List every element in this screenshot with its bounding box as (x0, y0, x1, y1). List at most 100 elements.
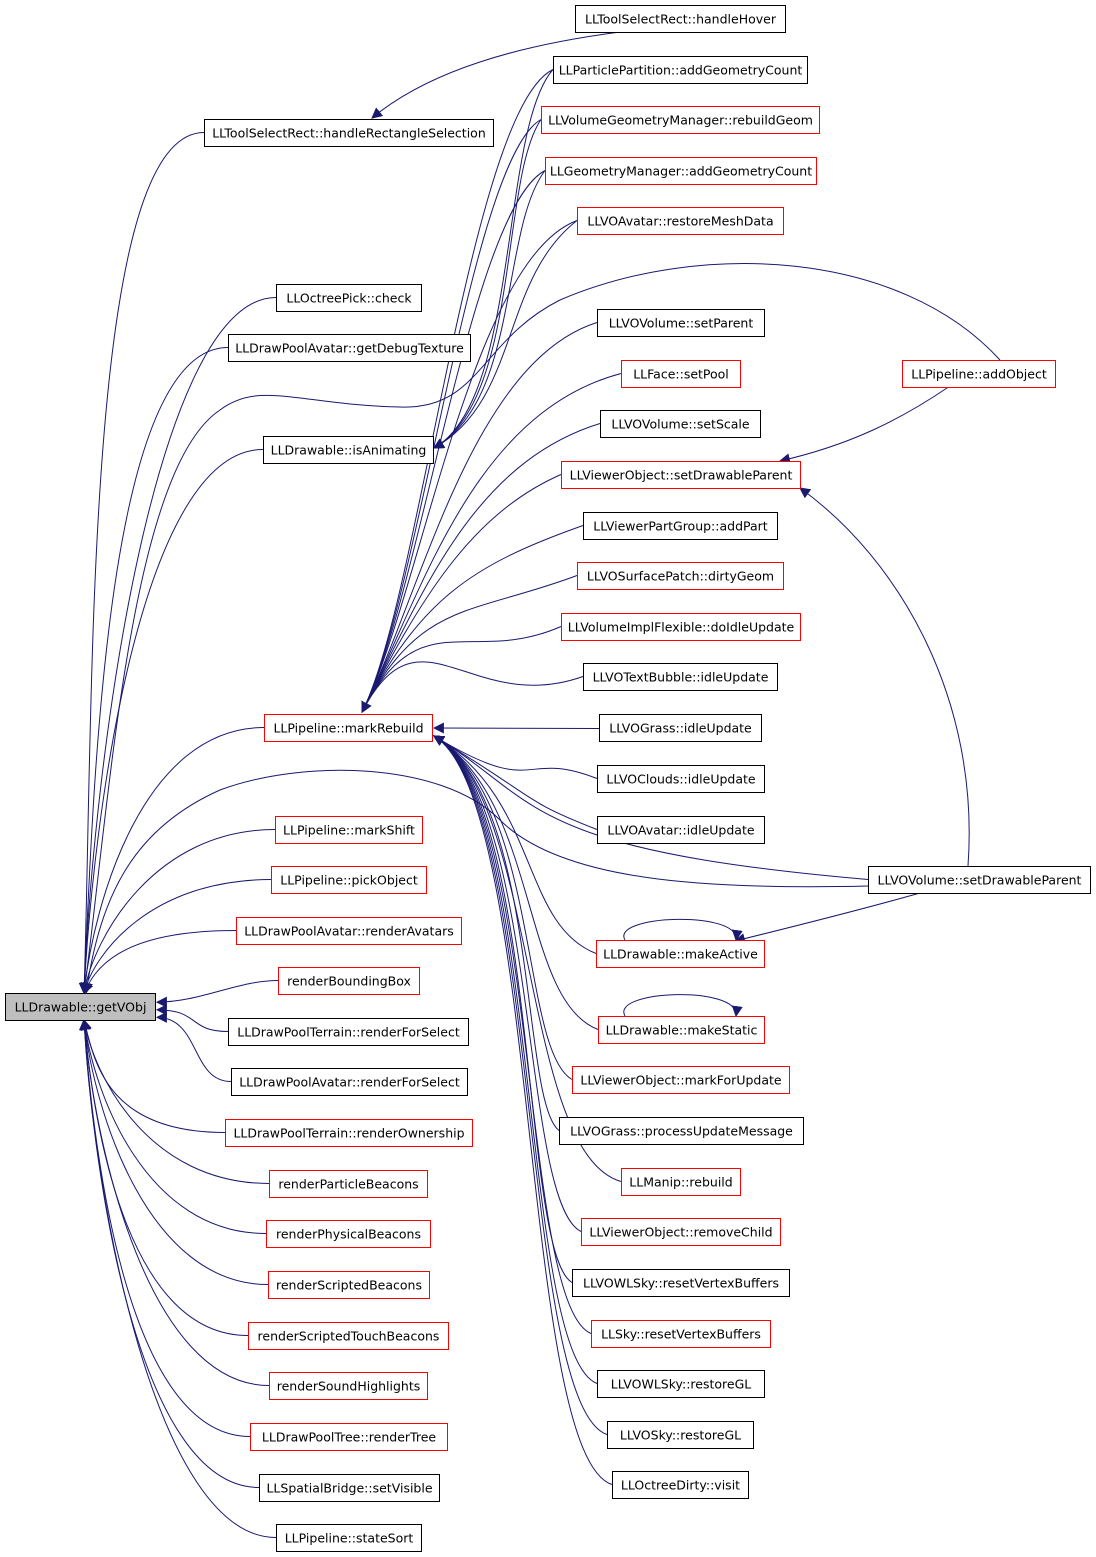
node-toolselectrect-hover-label: LLToolSelectRect::handleHover (585, 12, 777, 27)
node-drawable-makestatic-label: LLDrawable::makeStatic (606, 1023, 758, 1038)
node-viewerpartgroup-addpart[interactable]: LLViewerPartGroup::addPart (583, 512, 778, 540)
node-drawpooltree-rendertree-label: LLDrawPoolTree::renderTree (262, 1430, 436, 1445)
node-renderscriptedbeacons-label: renderScriptedBeacons (276, 1278, 422, 1293)
node-renderparticlebeacons[interactable]: renderParticleBeacons (269, 1170, 428, 1198)
node-spatialbridge-setvisible-box (259, 1474, 440, 1502)
node-voclouds-idle[interactable]: LLVOClouds::idleUpdate (597, 765, 765, 793)
edge-voavatar-restoremesh-to-isanimating (433, 220, 578, 449)
node-drawable-getvobj-box (5, 993, 156, 1021)
edge-pipeline-pickobject-to-getvobj (81, 879, 272, 995)
node-vograss-idle[interactable]: LLVOGrass::idleUpdate (599, 714, 762, 742)
edge-makeactive-self (623, 918, 743, 942)
node-voavatar-restoremesh[interactable]: LLVOAvatar::restoreMeshData (577, 207, 784, 235)
node-manip-rebuild-label: LLManip::rebuild (629, 1175, 732, 1190)
node-pipeline-markshift[interactable]: LLPipeline::markShift (275, 816, 423, 844)
node-particlepartition-addgeom[interactable]: LLParticlePartition::addGeometryCount (553, 56, 808, 84)
node-viewerobject-setdrawableparent-label: LLViewerObject::setDrawableParent (570, 468, 793, 483)
edge-addobject-to-getvobj (79, 263, 1001, 995)
node-drawpooltree-rendertree[interactable]: LLDrawPoolTree::renderTree (250, 1423, 448, 1451)
node-octreedirty-visit-box (612, 1471, 749, 1499)
node-voavatar-idle[interactable]: LLVOAvatar::idleUpdate (597, 816, 765, 844)
node-drawable-makestatic[interactable]: LLDrawable::makeStatic (598, 1016, 765, 1044)
node-renderscriptedtouchbeacons-label: renderScriptedTouchBeacons (258, 1329, 440, 1344)
node-pipeline-statesort-box (276, 1524, 422, 1552)
edge-manip-rebuild-to-markrebuild (433, 735, 622, 1182)
node-face-setpool-box (621, 360, 741, 388)
node-vograss-processupdate[interactable]: LLVOGrass::processUpdateMessage (559, 1117, 804, 1145)
node-volumegeommgr-rebuild[interactable]: LLVolumeGeometryManager::rebuildGeom (541, 106, 820, 134)
node-renderphysicalbeacons[interactable]: renderPhysicalBeacons (266, 1220, 431, 1248)
node-drawpoolavatar-renderavatars-box (236, 917, 462, 945)
node-renderscriptedbeacons[interactable]: renderScriptedBeacons (268, 1271, 430, 1299)
node-spatialbridge-setvisible[interactable]: LLSpatialBridge::setVisible (259, 1474, 440, 1502)
node-toolselectrect-handlerect[interactable]: LLToolSelectRect::handleRectangleSelecti… (204, 119, 494, 147)
edge-particlepartition-addgeom-to-isanimating (433, 69, 554, 449)
node-viewerobject-setdrawableparent[interactable]: LLViewerObject::setDrawableParent (561, 461, 801, 489)
node-vovolume-setdrawableparent[interactable]: LLVOVolume::setDrawableParent (868, 866, 1091, 894)
edge-drawable-makestatic-to-markrebuild (433, 735, 599, 1030)
node-volumeimplflexible-doidle[interactable]: LLVolumeImplFlexible::doIdleUpdate (561, 613, 801, 641)
node-sky-resetvb[interactable]: LLSky::resetVertexBuffers (591, 1320, 771, 1348)
node-viewerobject-setdrawableparent-box (561, 461, 801, 489)
node-drawable-makeactive-box (596, 940, 765, 968)
node-drawpoolavatar-renderforselect[interactable]: LLDrawPoolAvatar::renderForSelect (231, 1068, 468, 1096)
edge-addobject-to-setdrawableparent (778, 385, 951, 465)
node-face-setpool[interactable]: LLFace::setPool (621, 360, 741, 388)
node-pipeline-pickobject[interactable]: LLPipeline::pickObject (271, 866, 427, 894)
node-vovolume-setdrawableparent-label: LLVOVolume::setDrawableParent (878, 873, 1082, 888)
node-viewerobject-removechild[interactable]: LLViewerObject::removeChild (581, 1218, 781, 1246)
node-viewerpartgroup-addpart-box (583, 512, 778, 540)
node-drawable-getvobj-label: LLDrawable::getVObj (15, 1000, 147, 1015)
node-renderboundingbox-box (278, 967, 420, 995)
node-rendersoundhighlights[interactable]: renderSoundHighlights (269, 1372, 428, 1400)
node-viewerobject-markforupdate-box (572, 1066, 790, 1094)
node-rendersoundhighlights-box (269, 1372, 428, 1400)
edge-sky-resetvb-to-markrebuild (433, 735, 592, 1334)
node-pipeline-addobject[interactable]: LLPipeline::addObject (902, 360, 1056, 388)
node-voavatar-restoremesh-label: LLVOAvatar::restoreMeshData (587, 214, 773, 229)
node-octreepick-check[interactable]: LLOctreePick::check (276, 284, 422, 312)
node-drawpoolterrain-renderownership[interactable]: LLDrawPoolTerrain::renderOwnership (225, 1119, 473, 1147)
node-renderphysicalbeacons-label: renderPhysicalBeacons (276, 1227, 421, 1242)
node-vovolume-setscale[interactable]: LLVOVolume::setScale (600, 410, 761, 438)
node-drawpoolavatar-renderavatars[interactable]: LLDrawPoolAvatar::renderAvatars (236, 917, 462, 945)
node-drawable-getvobj[interactable]: LLDrawable::getVObj (5, 993, 156, 1021)
node-toolselectrect-hover-box (575, 5, 786, 33)
edge-drawpoolterrain-renderforselect-to-getvobj (155, 1004, 229, 1032)
node-pipeline-markrebuild-label: LLPipeline::markRebuild (273, 721, 423, 736)
node-votextbubble-idle-box (583, 663, 778, 691)
node-manip-rebuild[interactable]: LLManip::rebuild (621, 1168, 741, 1196)
node-drawable-isanimating-label: LLDrawable::isAnimating (271, 443, 427, 458)
edges-layer (78, 31, 1001, 1538)
node-vosurfacepatch-dirtygeom-label: LLVOSurfacePatch::dirtyGeom (587, 569, 774, 584)
node-octreedirty-visit[interactable]: LLOctreeDirty::visit (612, 1471, 749, 1499)
node-drawable-makeactive[interactable]: LLDrawable::makeActive (596, 940, 765, 968)
node-pipeline-statesort-label: LLPipeline::stateSort (285, 1531, 414, 1546)
node-geommgr-addgeom-box (545, 157, 817, 185)
node-vowlsky-restoregl[interactable]: LLVOWLSky::restoreGL (597, 1370, 765, 1398)
node-toolselectrect-hover[interactable]: LLToolSelectRect::handleHover (575, 5, 786, 33)
node-geommgr-addgeom[interactable]: LLGeometryManager::addGeometryCount (545, 157, 817, 185)
node-vosurfacepatch-dirtygeom[interactable]: LLVOSurfacePatch::dirtyGeom (577, 562, 784, 590)
node-pipeline-markrebuild[interactable]: LLPipeline::markRebuild (264, 714, 433, 742)
edge-viewerobject-removechild-to-markrebuild (433, 735, 582, 1232)
node-drawpoolavatar-getdebug[interactable]: LLDrawPoolAvatar::getDebugTexture (228, 334, 471, 362)
node-volumeimplflexible-doidle-box (561, 613, 801, 641)
node-viewerobject-markforupdate[interactable]: LLViewerObject::markForUpdate (572, 1066, 790, 1094)
node-vosky-restoregl[interactable]: LLVOSky::restoreGL (607, 1421, 754, 1449)
node-drawpoolavatar-renderforselect-box (231, 1068, 468, 1096)
edge-toolselectrect-handlerect-to-getvobj (78, 132, 205, 995)
node-renderboundingbox[interactable]: renderBoundingBox (278, 967, 420, 995)
node-vosurfacepatch-dirtygeom-box (577, 562, 784, 590)
edge-voclouds-idle-to-markrebuild (433, 735, 598, 779)
node-vovolume-setparent[interactable]: LLVOVolume::setParent (597, 309, 765, 337)
node-vowlsky-resetvb[interactable]: LLVOWLSky::resetVertexBuffers (572, 1269, 790, 1297)
node-drawable-isanimating[interactable]: LLDrawable::isAnimating (263, 436, 434, 464)
node-pipeline-statesort[interactable]: LLPipeline::stateSort (276, 1524, 422, 1552)
node-renderscriptedtouchbeacons-box (248, 1322, 449, 1350)
node-votextbubble-idle[interactable]: LLVOTextBubble::idleUpdate (583, 663, 778, 691)
node-drawpoolterrain-renderforselect[interactable]: LLDrawPoolTerrain::renderForSelect (228, 1018, 469, 1046)
node-manip-rebuild-box (621, 1168, 741, 1196)
node-renderscriptedtouchbeacons[interactable]: renderScriptedTouchBeacons (248, 1322, 449, 1350)
